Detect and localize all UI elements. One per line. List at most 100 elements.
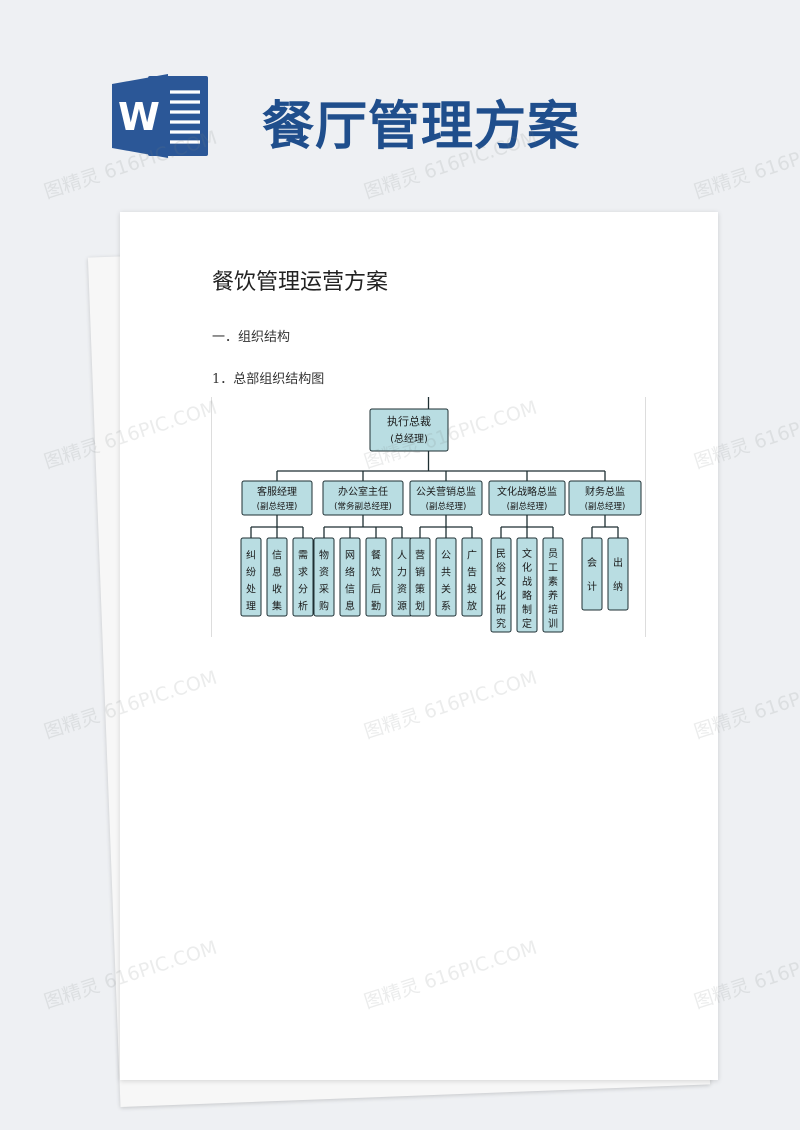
org-node-unit-char: 养 (548, 589, 558, 602)
org-node-unit-char: 析 (298, 600, 308, 613)
org-node-unit-char: 出 (613, 556, 623, 569)
org-node-subtitle: (副总经理) (585, 501, 626, 512)
org-node-unit-char: 员 (548, 548, 558, 560)
org-node-unit-char: 定 (522, 617, 532, 630)
org-node-unit-char: 制 (522, 603, 532, 616)
word-document-icon: W (112, 74, 208, 158)
org-node-unit-char: 处 (246, 584, 256, 596)
org-node-unit-char: 息 (345, 600, 355, 613)
org-node-department: 公关营销总监 (副总经理) (409, 480, 483, 516)
org-node-department: 客服经理 (副总经理) (241, 480, 313, 516)
org-node-unit-char: 公 (441, 551, 451, 562)
org-node-unit-char: 工 (548, 563, 558, 574)
org-node-unit-char: 购 (319, 600, 329, 613)
org-node-title: 财务总监 (585, 485, 625, 498)
org-node-unit-char: 纠 (246, 550, 256, 562)
org-node-unit-char: 分 (298, 584, 308, 596)
header-banner: W 餐厅管理方案 (0, 0, 800, 200)
org-node-unit-char: 告 (467, 566, 477, 579)
org-node-unit-char: 销 (415, 566, 425, 579)
org-node-unit-char: 究 (496, 617, 506, 630)
org-node-unit-char: 略 (522, 589, 532, 602)
org-node-unit-char: 营 (415, 549, 425, 562)
org-node-unit-char: 化 (496, 589, 506, 602)
org-node-unit-char: 饮 (371, 566, 381, 579)
section-heading: 一．组织结构 (212, 330, 291, 345)
org-node-unit-char: 集 (272, 600, 282, 613)
org-node-title: 办公室主任 (338, 485, 388, 498)
org-node-department: 财务总监 (副总经理) (568, 480, 642, 516)
org-node-unit-char: 共 (441, 567, 451, 579)
org-node-unit-char: 训 (548, 618, 558, 630)
org-node-unit-char: 人 (397, 550, 407, 562)
org-node-unit-char: 理 (246, 601, 256, 613)
org-node-unit-char: 网 (345, 550, 355, 562)
subsection-heading: 1．总部组织结构图 (212, 372, 325, 387)
org-node-unit-char: 策 (415, 583, 425, 596)
org-node-unit-char: 信 (345, 584, 355, 596)
document-page: 餐饮管理运营方案 一．组织结构 1．总部组织结构图 执行总裁 (总经理) 客服经理 (… (120, 212, 718, 1080)
org-node-unit-char: 会 (587, 556, 597, 569)
org-node-subtitle: (常务副总经理) (334, 501, 392, 512)
org-node-unit-char: 放 (467, 600, 477, 613)
org-node-unit-char: 求 (298, 567, 308, 579)
org-node-unit-char: 俗 (496, 562, 506, 574)
org-node-title: 文化战略总监 (497, 485, 557, 498)
org-node-unit-char: 资 (319, 567, 329, 579)
org-node-unit-char: 战 (522, 576, 532, 588)
org-node-unit-char: 文 (522, 547, 532, 560)
org-node-department: 文化战略总监 (副总经理) (488, 480, 566, 516)
org-node-unit-char: 素 (548, 575, 558, 588)
org-node-unit-char: 民 (496, 548, 506, 560)
org-node-unit-char: 资 (397, 584, 407, 596)
org-node-unit-char: 培 (548, 603, 558, 616)
org-node-unit-char: 信 (272, 550, 282, 562)
org-node-subtitle: (副总经理) (426, 501, 467, 512)
org-node-unit-char: 络 (345, 566, 355, 579)
org-node-unit-char: 研 (496, 604, 506, 616)
org-node-unit-char: 勤 (371, 600, 381, 613)
org-node-unit-char: 投 (467, 583, 477, 596)
org-node-unit-char: 餐 (371, 549, 381, 562)
logo-letter: W (118, 95, 160, 139)
org-node-unit: 会计 (581, 537, 603, 611)
org-node-title: 公关营销总监 (416, 485, 476, 498)
org-node-unit-char: 力 (397, 566, 407, 579)
org-node-unit-char: 划 (415, 600, 425, 613)
org-node-subtitle: (副总经理) (507, 501, 548, 512)
org-node-unit-char: 收 (272, 583, 282, 596)
org-node-unit-char: 关 (441, 583, 451, 596)
org-node-unit: 出纳 (607, 537, 629, 611)
org-node-unit-char: 源 (397, 600, 407, 613)
org-node-subtitle: (总经理) (390, 432, 428, 445)
org-node-unit-char: 物 (319, 549, 329, 562)
org-node-unit-char: 系 (441, 601, 451, 613)
org-node-unit-char: 需 (298, 550, 308, 562)
org-node-unit-char: 纷 (246, 566, 256, 579)
org-node-unit-char: 计 (587, 580, 597, 593)
org-node-unit-char: 化 (522, 561, 532, 574)
org-chart-frame: 执行总裁(总经理)客服经理(副总经理)纠纷处理信息收集需求分析办公室主任(常务副… (211, 397, 646, 637)
org-node-unit-char: 文 (496, 575, 506, 588)
org-node-unit-char: 广 (467, 550, 477, 562)
org-node-subtitle: (副总经理) (257, 501, 298, 512)
org-node-unit-char: 后 (371, 584, 381, 596)
org-node-title: 执行总裁 (387, 414, 431, 428)
document-heading: 餐饮管理运营方案 (212, 270, 389, 295)
org-chart: 执行总裁(总经理)客服经理(副总经理)纠纷处理信息收集需求分析办公室主任(常务副… (240, 397, 642, 633)
org-node-root: 执行总裁 (总经理) (369, 408, 449, 452)
org-node-unit-char: 采 (319, 584, 329, 596)
org-node-title: 客服经理 (257, 485, 297, 498)
